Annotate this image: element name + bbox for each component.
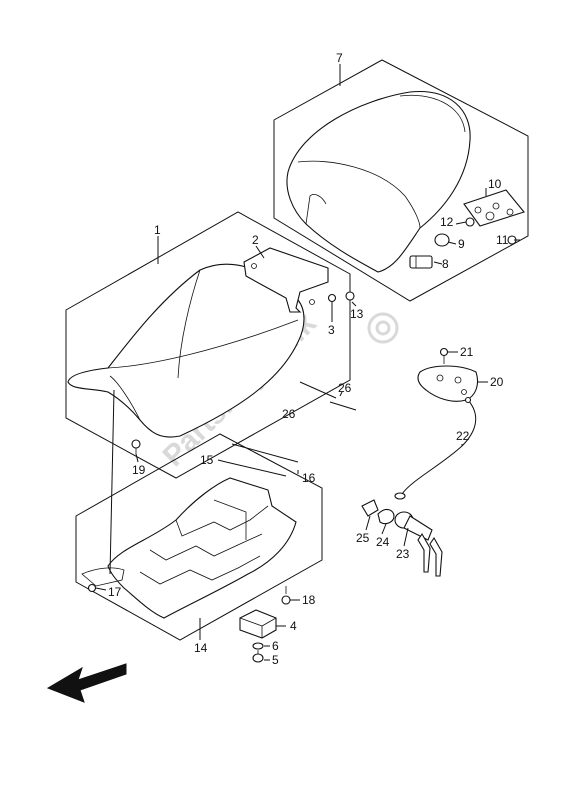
seat-hook: [409, 255, 433, 269]
seat-bracket-plate: [463, 189, 525, 227]
front-seat-box: [65, 211, 351, 479]
callout-3: 3: [328, 323, 335, 337]
leader-lines: [95, 64, 520, 661]
passenger-seat: [286, 90, 471, 273]
callout-4: 4: [290, 619, 297, 633]
callout-23: 23: [396, 547, 410, 561]
rubber-cushion: [434, 233, 450, 247]
washer-6: [252, 642, 264, 650]
seat-lock-cable: [394, 396, 477, 500]
callout-19: 19: [132, 463, 146, 477]
clip-17: [87, 583, 97, 593]
callout-20: 20: [490, 375, 504, 389]
callout-15: 15: [200, 453, 214, 467]
callout-18: 18: [302, 593, 316, 607]
lock-holder: [417, 365, 479, 402]
seat-bracket: [243, 247, 329, 313]
callout-6: 6: [272, 639, 279, 653]
callout-22: 22: [456, 429, 470, 443]
callout-8: 8: [442, 257, 449, 271]
screw-21: [439, 347, 449, 364]
lock-plate-24: [377, 508, 395, 525]
callout-13: 13: [350, 307, 364, 321]
seat-tray: [81, 477, 297, 619]
callout-16: 16: [302, 471, 316, 485]
nut-12: [465, 217, 475, 227]
rod-26b: [329, 401, 357, 411]
strap-15: [225, 461, 287, 477]
callout-11: 11: [496, 233, 509, 247]
callout-9: 9: [458, 237, 465, 251]
callout-5: 5: [272, 653, 279, 667]
front-seat: [67, 263, 305, 438]
bolt-5: [252, 650, 264, 663]
callout-25: 25: [356, 531, 370, 545]
callout-17: 17: [108, 585, 122, 599]
lock-bracket-25: [361, 499, 379, 517]
callout-10: 10: [488, 177, 502, 191]
callouts: 7 10 12 9 11 8 1 2 3 13 21 20 26 26 22 1…: [108, 51, 509, 667]
washer-13: [345, 291, 355, 301]
callout-12: 12: [440, 215, 454, 229]
seat-tray-box: [75, 433, 323, 641]
seat-lock-bracket: [239, 609, 277, 639]
callout-24: 24: [376, 535, 390, 549]
callout-14: 14: [194, 641, 208, 655]
callout-21: 21: [460, 345, 474, 359]
bolt-19: [131, 439, 141, 454]
nut-3: [327, 293, 337, 303]
rod-26a: [299, 381, 337, 399]
strap-16: [231, 443, 299, 463]
callout-1: 1: [154, 223, 161, 237]
passenger-seat-box: [273, 59, 529, 302]
callout-26b: 26: [282, 407, 296, 421]
front-direction-arrow-icon: [46, 663, 127, 703]
callout-26a: 26: [338, 381, 352, 395]
callout-7: 7: [336, 51, 343, 65]
callout-2: 2: [252, 233, 259, 247]
bolt-18: [281, 586, 291, 605]
seat-lock: [394, 511, 443, 577]
watermark-logo: [367, 312, 399, 344]
